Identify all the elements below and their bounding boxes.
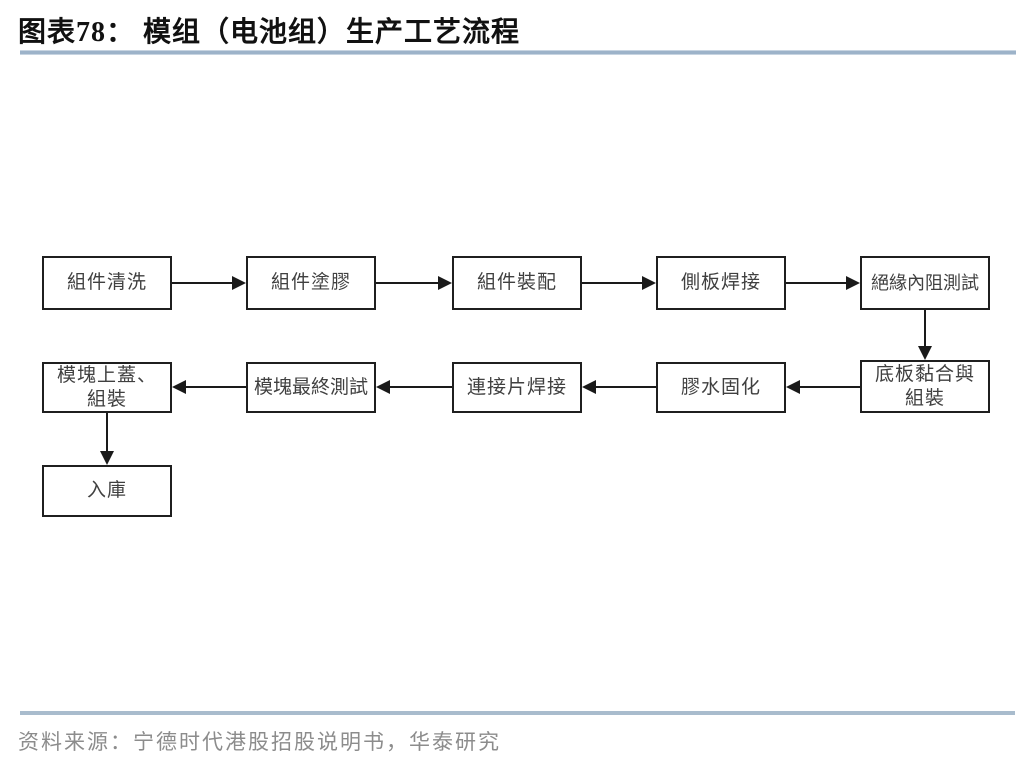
figure-title: 图表78： 模组（电池组）生产工艺流程: [18, 17, 521, 48]
flow-box-module-final-test: 模塊最終測試: [246, 362, 376, 413]
flow-arrow-4-to-5: [786, 276, 860, 290]
flow-arrow-5-to-6: [918, 310, 932, 360]
flow-box-module-top-cover-assembly: 模塊上蓋、 組裝: [42, 362, 172, 413]
footer-divider: [20, 711, 1015, 715]
flow-box-component-gluing: 組件塗膠: [246, 256, 376, 310]
flow-box-base-plate-bonding: 底板黏合與 組裝: [860, 360, 990, 413]
title-underline: [20, 50, 1016, 55]
flow-box-connector-welding: 連接片焊接: [452, 362, 582, 413]
flow-arrow-9-to-10: [172, 380, 246, 394]
flow-arrow-2-to-3: [376, 276, 452, 290]
flow-arrow-1-to-2: [172, 276, 246, 290]
flow-arrow-6-to-7: [786, 380, 860, 394]
source-note: 资料来源：宁德时代港股招股说明书，华泰研究: [18, 730, 501, 754]
flow-box-glue-curing: 膠水固化: [656, 362, 786, 413]
flow-box-side-plate-welding: 側板焊接: [656, 256, 786, 310]
flow-arrow-3-to-4: [582, 276, 656, 290]
flow-arrow-8-to-9: [376, 380, 452, 394]
flow-box-component-assembly: 組件裝配: [452, 256, 582, 310]
flow-box-insulation-resistance-test: 絕緣內阻測試: [860, 256, 990, 310]
flow-box-component-cleaning: 組件清洗: [42, 256, 172, 310]
flow-box-warehousing: 入庫: [42, 465, 172, 517]
flow-arrow-7-to-8: [582, 380, 656, 394]
flow-arrow-10-to-11: [100, 413, 114, 465]
